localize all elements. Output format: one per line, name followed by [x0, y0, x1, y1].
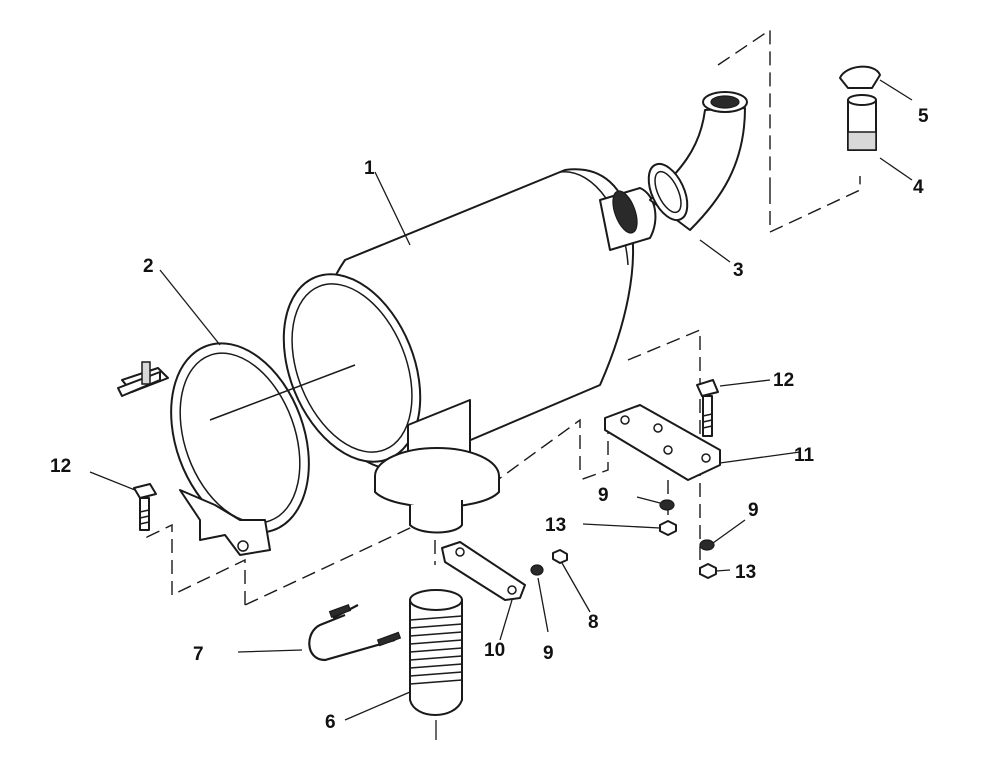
lock-washer-2 [699, 539, 715, 551]
callout-9-b: 9 [543, 643, 554, 664]
callout-12-a: 12 [773, 370, 794, 391]
callout-11: 11 [794, 445, 815, 466]
mounting-bracket [604, 404, 721, 481]
callout-9-c: 9 [748, 500, 759, 521]
lock-washer-3 [530, 564, 544, 576]
callout-4: 4 [913, 177, 924, 198]
breather-cap [839, 65, 881, 89]
callout-3: 3 [733, 260, 744, 281]
callout-8: 8 [588, 612, 599, 633]
air-cleaner-canister [282, 168, 657, 534]
bolt-upper-right [696, 379, 719, 437]
hex-nut-1 [659, 520, 677, 536]
hex-nut-2 [699, 563, 717, 579]
leader-lines [89, 79, 913, 721]
clamp-bracket [441, 541, 526, 601]
callout-5: 5 [918, 106, 929, 127]
lock-washer-1 [659, 499, 675, 511]
assembly-centerlines [146, 28, 861, 606]
callout-10: 10 [484, 640, 505, 661]
bolt-left [133, 483, 157, 531]
mounting-band [117, 342, 356, 556]
hardware-small [530, 499, 717, 579]
callout-12-b: 12 [50, 456, 71, 477]
callout-labels: 1 2 3 4 5 6 7 8 9 9 9 10 11 12 12 13 13 [50, 106, 929, 733]
hex-nut-3 [552, 549, 568, 564]
elbow-hose [647, 91, 748, 231]
callout-9-a: 9 [598, 485, 609, 506]
callout-7: 7 [193, 644, 204, 665]
callout-2: 2 [143, 256, 154, 277]
callout-1: 1 [364, 158, 375, 179]
callout-6: 6 [325, 712, 336, 733]
callout-13-b: 13 [735, 562, 756, 583]
u-bolt [308, 603, 402, 662]
callout-13-a: 13 [545, 515, 566, 536]
breather-fitting [847, 94, 877, 151]
drain-valve [409, 589, 463, 740]
